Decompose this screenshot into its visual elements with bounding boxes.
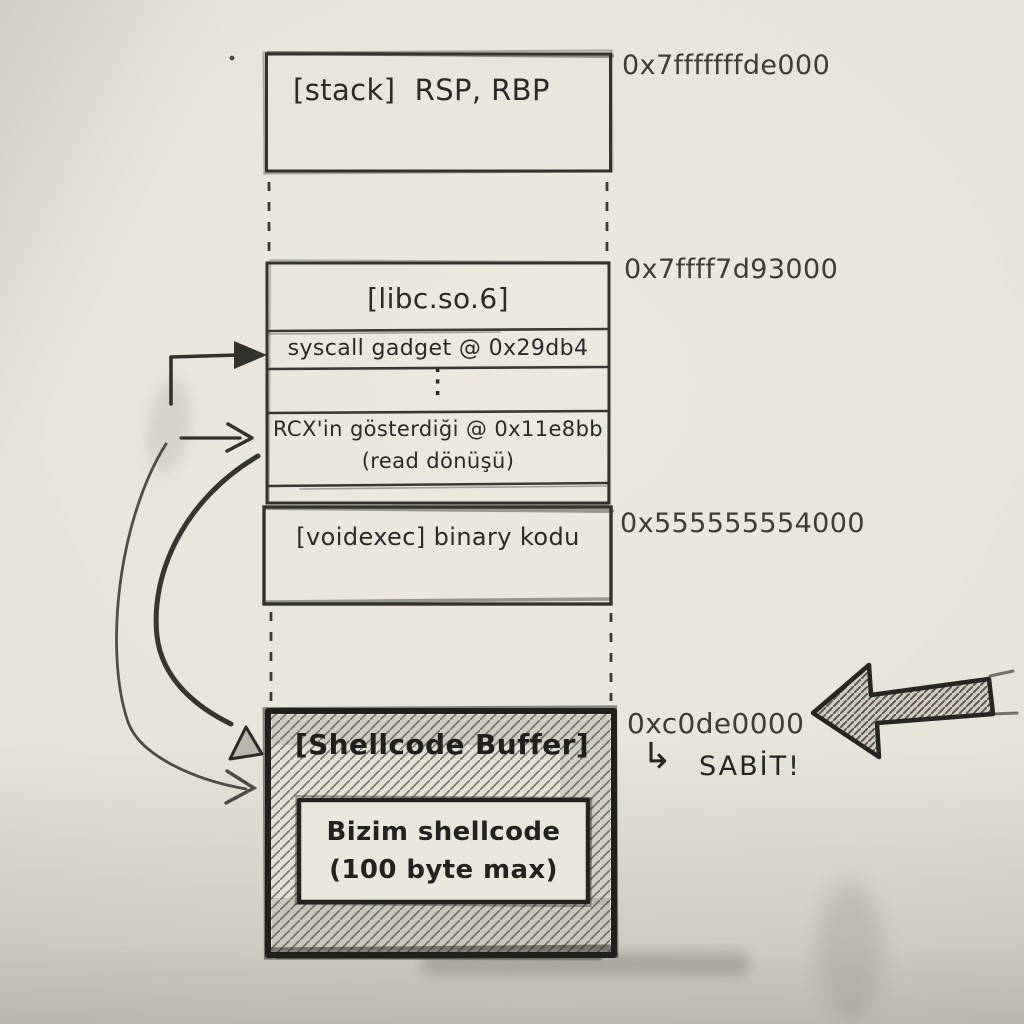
- voidexec-box: [262, 505, 614, 606]
- stack-label: [stack] RSP, RBP: [293, 73, 550, 107]
- arrow-to-syscall-gadget: [169, 341, 267, 406]
- fixed-note: SABİT!: [699, 751, 801, 782]
- stack-box: [262, 49, 614, 175]
- ellipsis-rows: ⋮: [420, 361, 456, 401]
- big-left-arrow-icon: [810, 662, 1019, 760]
- shellcode-inner-box: [294, 794, 593, 908]
- dashed-connector-bottom: [269, 612, 613, 704]
- shellcode-address: 0xc0de0000: [627, 707, 805, 740]
- voidexec-address: 0x555555554000: [620, 508, 865, 539]
- rcx-target-row: RCX'in gösterdiği @ 0x11e8bb: [272, 417, 604, 441]
- libc-box: [265, 259, 611, 506]
- curved-arrow-rcx-to-buffer: [153, 453, 264, 761]
- inner-shellcode-line2: (100 byte max): [329, 855, 558, 885]
- stack-address: 0x7fffffffde000: [622, 50, 831, 81]
- shellcode-buffer-title: [Shellcode Buffer]: [294, 728, 590, 761]
- triangle-arrowhead-icon: [228, 725, 264, 761]
- voidexec-label: [voidexec] binary kodu: [296, 523, 580, 551]
- arrow-to-rcx-entry: [179, 422, 254, 453]
- curved-arrow-to-buffer: [115, 442, 258, 805]
- graphite-smudge: [818, 880, 882, 1020]
- corner-arrow-icon: ↳: [642, 736, 673, 777]
- syscall-gadget-row: syscall gadget @ 0x29db4: [287, 336, 589, 361]
- inner-shellcode-line1: Bizim shellcode: [326, 817, 561, 847]
- pencil-dot: [229, 55, 235, 61]
- libc-row-dividers: [267, 327, 609, 490]
- libc-address: 0x7ffff7d93000: [624, 254, 839, 285]
- dashed-connector-top: [267, 182, 609, 259]
- libc-title: [libc.so.6]: [367, 282, 509, 315]
- rcx-target-note: (read dönüşü): [361, 449, 515, 473]
